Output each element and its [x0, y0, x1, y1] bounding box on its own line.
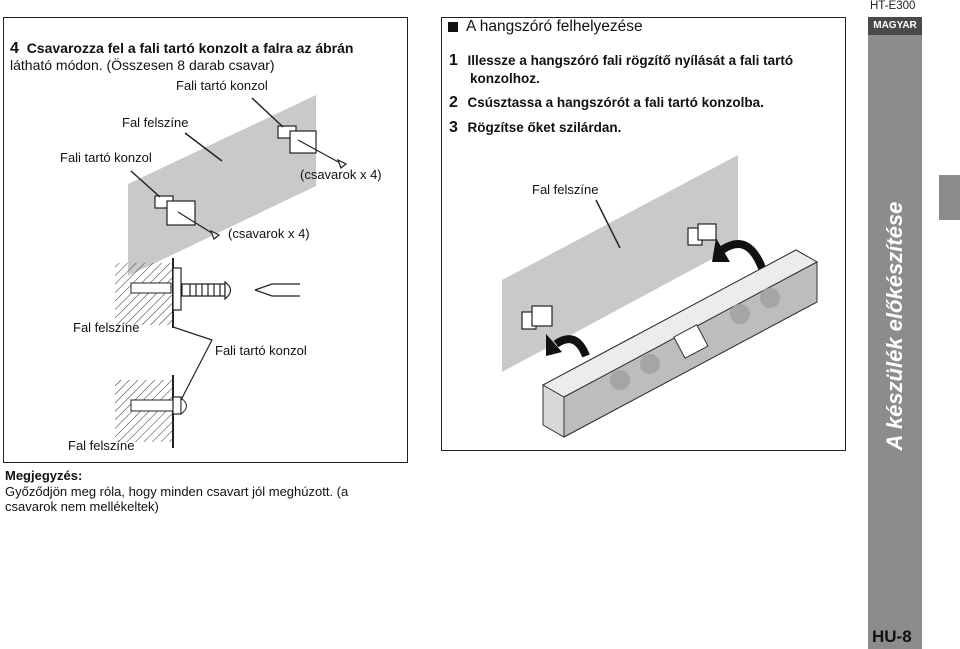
- speaker-mount-title: A hangszóró felhelyezése: [466, 18, 643, 35]
- step-4-number: 4: [10, 40, 19, 57]
- section-title-vertical: A készülék előkészítése: [882, 201, 907, 451]
- label-screws-mid: (csavarok x 4): [228, 226, 310, 241]
- wall-mount-diagram: [115, 95, 348, 448]
- installation-step-4-panel: [3, 17, 408, 463]
- page-number: HU-8: [872, 627, 912, 646]
- label-wall-surface-top: Fal felszíne: [122, 115, 189, 130]
- label-screws-top: (csavarok x 4): [300, 167, 382, 182]
- right-step-3-line1: Rögzítse őket szilárdan.: [467, 120, 622, 135]
- bracket-lower: [154, 195, 221, 240]
- section-sidebar: [868, 17, 922, 649]
- step-4-line2: látható módon. (Összesen 8 darab csavar): [10, 57, 275, 73]
- step-4-line1: Csavarozza fel a fali tartó konzolt a fa…: [26, 40, 354, 56]
- speaker-bar: [541, 249, 819, 438]
- label-wall-surface-right: Fal felszíne: [532, 182, 599, 197]
- arrow-icon-upper: [712, 238, 766, 270]
- leader-bracket-left: [130, 170, 161, 198]
- wall-surface-right: [502, 155, 738, 372]
- note-line1: Győződjön meg róla, hogy minden csavart …: [5, 484, 349, 499]
- label-bracket-top: Fali tartó konzol: [176, 78, 268, 93]
- screw-icon: [181, 280, 232, 301]
- section-tab-marker: [939, 175, 960, 220]
- leader-wall-top: [184, 132, 223, 162]
- note-heading: Megjegyzés:: [5, 468, 83, 483]
- bracket-upper: [277, 125, 348, 169]
- right-step-2: 2 Csúsztassa a hangszórót a fali tartó k…: [449, 94, 764, 112]
- right-step-1-line1: Illessze a hangszóró fali rögzítő nyílás…: [467, 53, 794, 68]
- bullet-square-icon: [448, 22, 458, 32]
- step-4-text: 4 Csavarozza fel a fali tartó konzolt a …: [10, 40, 353, 74]
- label-bracket-mid: Fali tartó konzol: [215, 343, 307, 358]
- wall-surface-shape: [128, 95, 316, 276]
- language-badge: MAGYAR: [868, 17, 922, 35]
- label-bracket-left: Fali tartó konzol: [60, 150, 152, 165]
- bracket-right-upper: [687, 223, 717, 246]
- screwdriver-icon: [254, 283, 300, 297]
- model-number: HT-E300: [870, 0, 916, 12]
- wall-section-upper: [115, 263, 173, 325]
- right-step-3-number: 3: [449, 119, 458, 136]
- label-wall-surface-mid: Fal felszíne: [73, 320, 140, 335]
- label-wall-surface-bottom: Fal felszíne: [68, 438, 135, 453]
- right-step-1-line2: konzolhoz.: [470, 71, 540, 86]
- note-line2: csavarok nem mellékeltek): [5, 499, 159, 514]
- leader-wall-right: [595, 199, 621, 249]
- right-step-2-number: 2: [449, 94, 458, 111]
- arrow-icon-lower: [546, 334, 590, 358]
- right-step-3: 3 Rögzítse őket szilárdan.: [449, 119, 621, 137]
- speaker-mount-diagram: [502, 155, 819, 438]
- leader-bracket-mid: [172, 326, 213, 341]
- leader-bracket-mid-2: [180, 339, 213, 401]
- leader-bracket-top: [251, 97, 284, 128]
- right-step-2-line1: Csúsztassa a hangszórót a fali tartó kon…: [467, 95, 764, 110]
- right-step-1: 1 Illessze a hangszóró fali rögzítő nyíl…: [449, 52, 793, 70]
- right-step-1-number: 1: [449, 52, 458, 69]
- bracket-right-lower: [521, 305, 553, 330]
